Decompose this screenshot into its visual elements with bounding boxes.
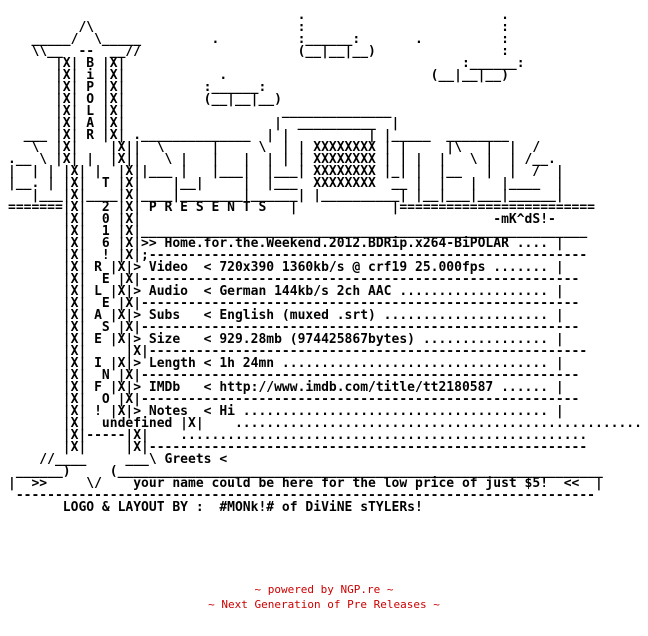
footer-powered-by: ~ powered by NGP.re ~ — [254, 583, 394, 596]
nfo-ascii-art: . . /\ : : _____/ \_____ . :______: . : … — [8, 8, 642, 515]
footer-tagline: ~ Next Generation of Pre Releases ~ — [208, 598, 440, 611]
